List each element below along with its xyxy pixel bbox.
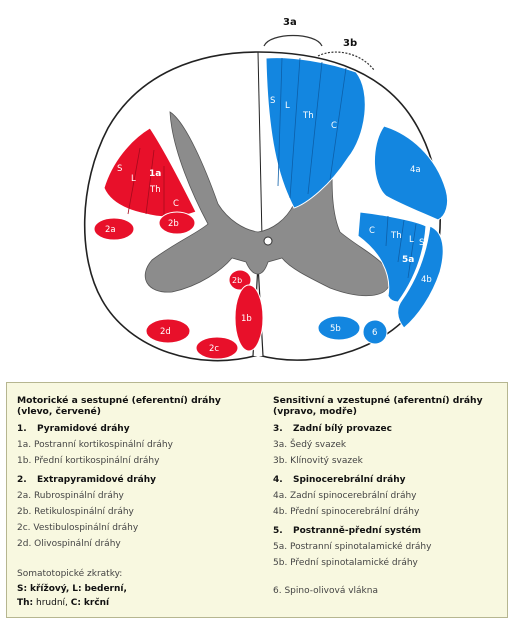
legend-item-6: 6. Spino-olivová vlákna xyxy=(273,583,505,599)
legend-item-2b: 2b. Retikulospinální dráhy xyxy=(17,504,265,520)
label-3-s: S xyxy=(270,96,275,106)
label-2c: 2c xyxy=(209,344,219,354)
label-2b-upper: 2b xyxy=(168,219,179,229)
sensory-heading-line1: Sensitivní a vzestupné (aferentní) dráhy xyxy=(273,395,505,406)
label-1a-l: L xyxy=(131,174,136,184)
label-3b: 3b xyxy=(343,38,357,49)
label-1a-s: S xyxy=(117,164,122,174)
label-3a: 3a xyxy=(283,17,297,28)
label-4b: 4b xyxy=(421,275,432,285)
group-4-title: 4.Spinocerebrální dráhy xyxy=(273,472,505,488)
legend-sensory-column: Sensitivní a vzestupné (aferentní) dráhy… xyxy=(273,395,505,599)
central-canal xyxy=(264,237,272,245)
group-5-title: 5.Postranně-přední systém xyxy=(273,523,505,539)
label-1a-th: Th xyxy=(149,185,161,195)
label-5a-c: C xyxy=(369,226,375,236)
legend-item-4b: 4b. Přední spinocerebrální dráhy xyxy=(273,504,505,520)
label-6: 6 xyxy=(372,328,377,338)
label-5a-l: L xyxy=(409,235,414,245)
label-3-c: C xyxy=(331,121,337,131)
group-2-title: 2.Extrapyramidové dráhy xyxy=(17,472,265,488)
label-3-th: Th xyxy=(302,111,314,121)
legend-item-2c: 2c. Vestibulospinální dráhy xyxy=(17,520,265,536)
label-2a: 2a xyxy=(105,225,116,235)
group-1-title: 1.Pyramidové dráhy xyxy=(17,421,265,437)
legend-item-4a: 4a. Zadní spinocerebrální dráhy xyxy=(273,488,505,504)
motor-heading-line1: Motorické a sestupné (eferentní) dráhy xyxy=(17,395,265,406)
abbreviations-line1: S: křížový, L: bederní, xyxy=(17,582,265,596)
legend-motor-column: Motorické a sestupné (eferentní) dráhy (… xyxy=(17,395,265,610)
spinal-cord-diagram: 3a 3b S L Th C 4a C Th L S 5a 4b 5b 6 S … xyxy=(0,0,515,380)
label-5b: 5b xyxy=(330,324,341,334)
legend-item-5a: 5a. Postranní spinotalamické dráhy xyxy=(273,539,505,555)
label-1a-c: C xyxy=(173,199,179,209)
legend-item-3a: 3a. Šedý svazek xyxy=(273,437,505,453)
sensory-heading-line2: (vpravo, modře) xyxy=(273,406,505,417)
label-2d: 2d xyxy=(160,327,171,337)
legend-item-3b: 3b. Klínovitý svazek xyxy=(273,453,505,469)
group-3-title: 3.Zadní bílý provazec xyxy=(273,421,505,437)
legend-item-5b: 5b. Přední spinotalamické dráhy xyxy=(273,555,505,571)
legend-panel: Motorické a sestupné (eferentní) dráhy (… xyxy=(6,382,508,618)
label-1b: 1b xyxy=(241,314,252,324)
label-2b-lower: 2b xyxy=(232,276,242,285)
label-5a-th: Th xyxy=(390,231,402,241)
legend-item-2a: 2a. Rubrospinální dráhy xyxy=(17,488,265,504)
somatotopic-note: Somatotopické zkratky: xyxy=(17,566,265,582)
label-3-l: L xyxy=(285,101,290,111)
legend-item-1a: 1a. Postranní kortikospinální dráhy xyxy=(17,437,265,453)
bracket-3a xyxy=(264,36,322,47)
label-1a: 1a xyxy=(149,169,161,179)
motor-heading-line2: (vlevo, červené) xyxy=(17,406,265,417)
legend-item-2d: 2d. Olivospinální dráhy xyxy=(17,536,265,552)
label-5a: 5a xyxy=(402,255,414,265)
label-4a: 4a xyxy=(410,165,421,175)
legend-item-1b: 1b. Přední kortikospinální dráhy xyxy=(17,453,265,469)
label-5a-s: S xyxy=(419,238,424,248)
abbreviations-line2: Th: hrudní, C: krční xyxy=(17,596,265,610)
